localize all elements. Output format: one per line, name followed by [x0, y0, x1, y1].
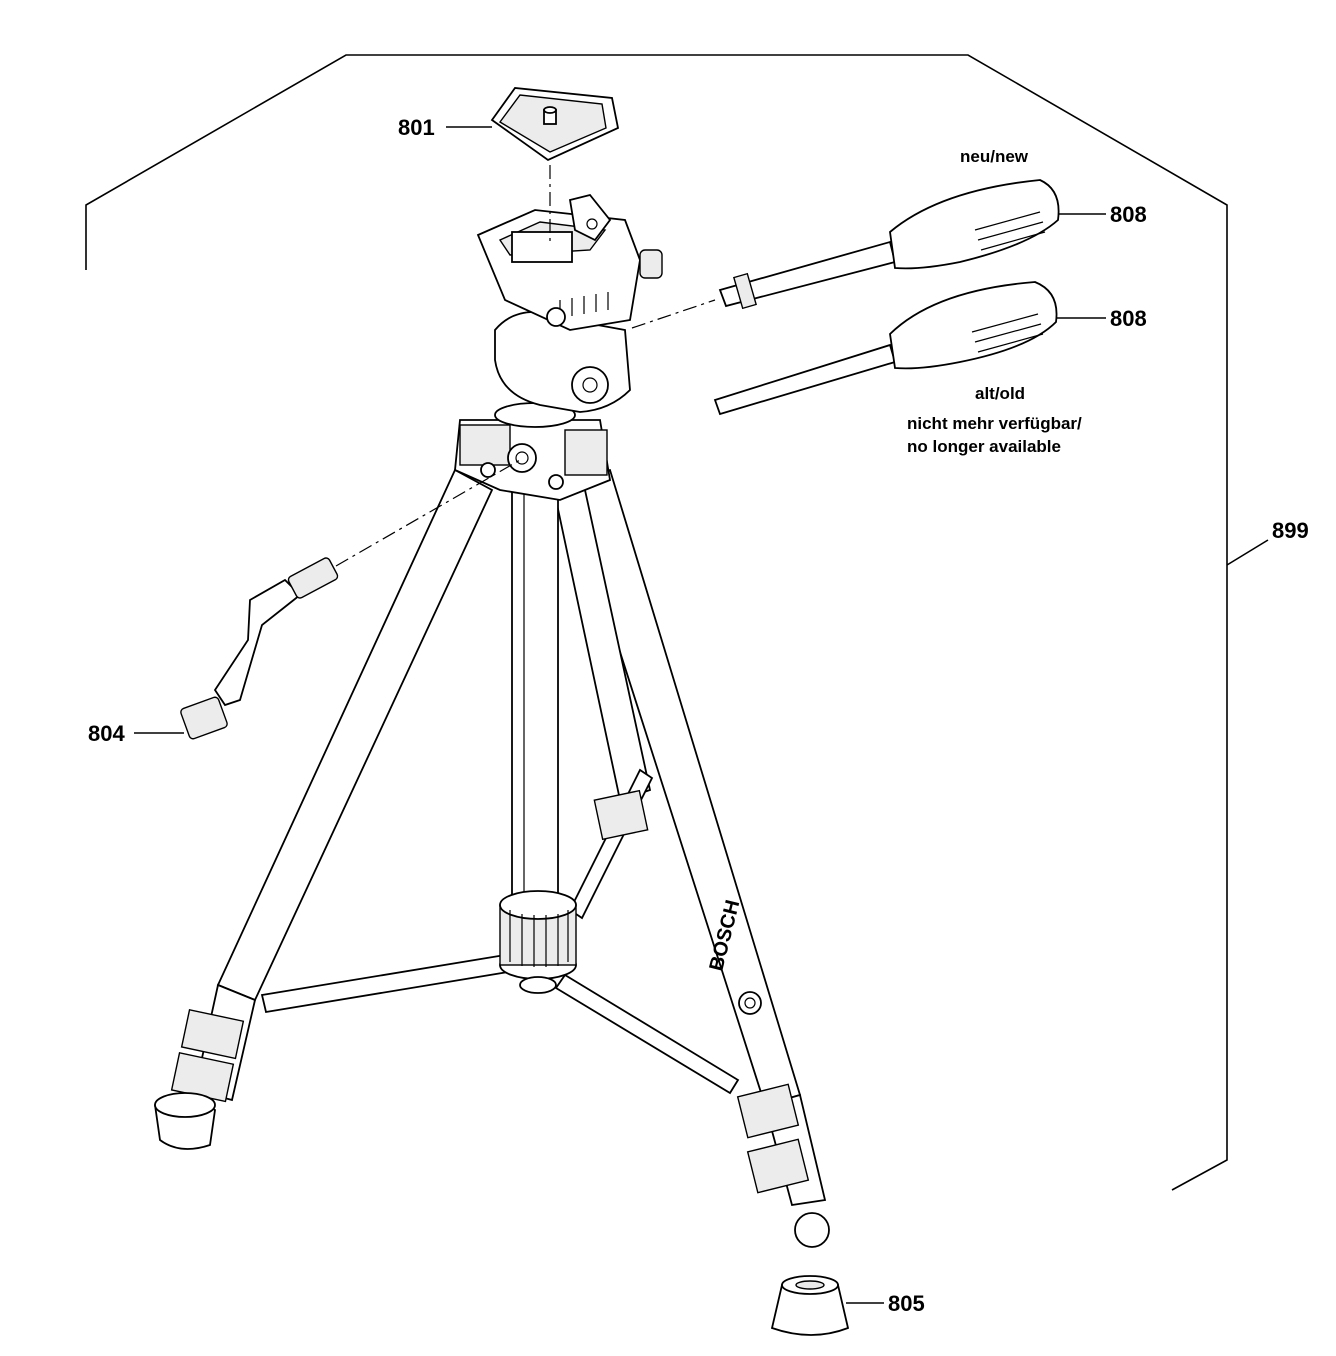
label-801: 801	[398, 115, 435, 140]
label-899: 899	[1272, 518, 1309, 543]
note-unavailable-line1: nicht mehr verfügbar/	[907, 414, 1082, 433]
note-unavailable-line2: no longer available	[907, 437, 1061, 456]
label-805: 805	[888, 1291, 925, 1316]
note-old: alt/old	[975, 384, 1025, 403]
pan-head	[476, 193, 663, 413]
tripod-feet	[154, 1092, 830, 1248]
brand-logo-icon	[738, 991, 762, 1015]
column-lock-ring	[499, 890, 577, 994]
pan-handle-old	[713, 281, 1058, 416]
leg-clamps	[170, 789, 810, 1194]
label-808-old: 808	[1110, 306, 1147, 331]
leader-lines	[134, 126, 1106, 1304]
quick-release-plate	[490, 87, 620, 245]
pan-handle-new	[631, 179, 1060, 329]
label-804: 804	[88, 721, 125, 746]
note-new: neu/new	[960, 147, 1029, 166]
label-808-new: 808	[1110, 202, 1147, 227]
foot-cap	[770, 1275, 850, 1336]
crank-handle	[180, 459, 521, 740]
assembly-outline	[85, 54, 1269, 1191]
leg-hub	[454, 402, 612, 501]
tripod-legs	[193, 468, 827, 1207]
